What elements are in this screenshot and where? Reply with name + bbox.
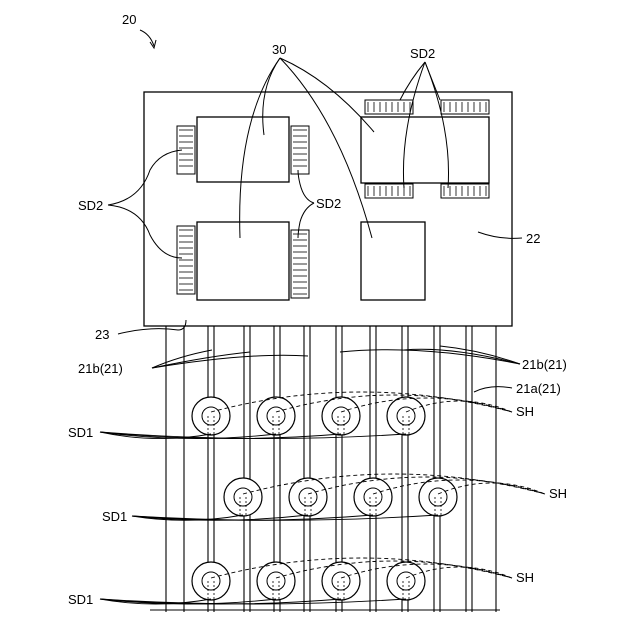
label-board-22: 22 [526, 231, 540, 246]
shield-line [243, 474, 545, 494]
shield-line [211, 392, 512, 412]
label-sh-row2: SH [549, 486, 567, 501]
sd1-leader [100, 432, 406, 439]
sensor-sd1 [322, 562, 360, 600]
sensor-sd1 [419, 478, 457, 516]
sensor-sd1 [387, 562, 425, 600]
shield-line [211, 558, 512, 578]
label-connector-23: 23 [95, 327, 109, 342]
label-wire-21b-left: 21b(21) [78, 361, 123, 376]
sensor-inner-ring [267, 407, 285, 425]
sensor-inner-ring [332, 407, 350, 425]
sensor-sd1 [257, 397, 295, 435]
chip-top-left [177, 117, 309, 182]
sensor-sd1 [387, 397, 425, 435]
label-sh-row1: SH [516, 404, 534, 419]
sensor-inner-ring [364, 488, 382, 506]
leader-lines [108, 30, 522, 392]
sensor-sd1 [322, 397, 360, 435]
sensor-inner-ring [429, 488, 447, 506]
sensor-inner-ring [234, 488, 252, 506]
label-sd2-left: SD2 [78, 198, 103, 213]
sensor-inner-ring [299, 488, 317, 506]
sensor-sd1 [257, 562, 295, 600]
sensor-inner-ring [267, 572, 285, 590]
label-sh-row3: SH [516, 570, 534, 585]
label-sd2-top-right: SD2 [410, 46, 435, 61]
label-sd1-row1: SD1 [68, 425, 93, 440]
sensor-inner-ring [397, 572, 415, 590]
label-wire-21b-right: 21b(21) [522, 357, 567, 372]
label-sd2-mid: SD2 [316, 196, 341, 211]
label-sd1-row2: SD1 [102, 509, 127, 524]
chip-top-right [361, 100, 489, 198]
sensor-inner-ring [202, 407, 220, 425]
label-wire-21a: 21a(21) [516, 381, 561, 396]
sensor-elements-sd1 [192, 397, 457, 600]
sensor-sd1 [192, 397, 230, 435]
label-chips-30: 30 [272, 42, 286, 57]
sensor-sd1 [354, 478, 392, 516]
sensor-sd1 [289, 478, 327, 516]
label-sd1-row3: SD1 [68, 592, 93, 607]
sensor-sd1 [224, 478, 262, 516]
sensor-inner-ring [332, 572, 350, 590]
sensor-inner-ring [397, 407, 415, 425]
sensor-inner-ring [202, 572, 220, 590]
sensor-sd1 [192, 562, 230, 600]
chip-bottom-left [177, 222, 309, 300]
label-device-20: 20 [122, 12, 136, 27]
